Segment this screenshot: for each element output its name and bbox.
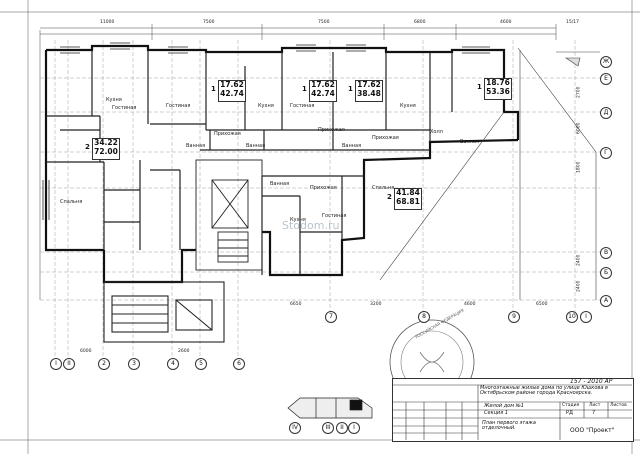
axis-marker-col: I: [580, 311, 592, 323]
axis-marker-row: Б: [600, 267, 612, 279]
total-area: 68.81: [396, 196, 420, 206]
axis-marker-col: 9: [508, 311, 520, 323]
axis-marker-row: В: [600, 247, 612, 259]
living-area: 17.62: [357, 80, 381, 89]
total-area: 42.74: [311, 88, 335, 98]
stage-header: Стадия: [562, 403, 580, 408]
axis-marker-row: Е: [600, 73, 612, 85]
dimension-text: 6000: [80, 349, 92, 354]
axis-marker-col: 3: [128, 358, 140, 370]
living-area: 17.62: [311, 80, 335, 89]
axis-marker-row: Г: [600, 147, 612, 159]
apartment-number: 1: [211, 85, 216, 93]
living-area: 17.62: [220, 80, 244, 89]
room-label: Холл: [430, 129, 443, 135]
apartment-area-flag: 1 17.62 42.74: [302, 80, 337, 102]
room-label: Прихожая: [372, 135, 399, 141]
section-name: Секция 1: [484, 410, 509, 416]
room-label: Гостиная: [112, 105, 137, 111]
room-label: Ванная: [186, 143, 206, 149]
room-label: Прихожая: [214, 131, 241, 137]
dimension-text: 15/17: [566, 20, 579, 25]
apartment-area-flag: 1 17.62 42.74: [211, 80, 246, 102]
room-label: Гостиная: [322, 213, 347, 219]
sheet-value: 7: [592, 410, 596, 416]
apartment-area-flag: 2 41.84 68.81: [387, 188, 422, 210]
room-label: Кухня: [400, 103, 416, 109]
room-label: Кухня: [258, 103, 274, 109]
total-area: 38.48: [357, 88, 381, 98]
stage-value: РД: [566, 410, 573, 416]
dimension-text: 4600: [500, 20, 512, 25]
dimension-text: 2600: [178, 349, 190, 354]
axis-marker-col: 10: [566, 311, 578, 323]
apartment-number: 1: [302, 85, 307, 93]
dimension-text: 3200: [370, 302, 382, 307]
room-label: Спальня: [372, 185, 395, 191]
sheet-header: Лист: [589, 403, 601, 408]
room-label: Кухня: [106, 97, 122, 103]
room-label: Прихожая: [310, 185, 337, 191]
room-label: Кухня: [290, 217, 306, 223]
axis-marker-bottom: I: [348, 422, 360, 434]
living-area: 34.22: [94, 138, 118, 147]
room-label: Ванная: [342, 143, 362, 149]
axis-marker-col: 6: [233, 358, 245, 370]
total-area: 53.36: [486, 86, 510, 96]
watermark-text: Stodom.ru: [282, 219, 340, 232]
axis-marker-col: II: [63, 358, 75, 370]
room-label: Ванная: [246, 143, 266, 149]
axis-marker-row: А: [600, 295, 612, 307]
room-label: Спальня: [60, 199, 83, 205]
sheets-header: Листов: [610, 403, 627, 408]
axis-marker-col: 2: [98, 358, 110, 370]
dimension-text: 7500: [203, 20, 215, 25]
room-label: Гостиная: [166, 103, 191, 109]
axis-marker-bottom: II: [336, 422, 348, 434]
axis-marker-col: 8: [418, 311, 430, 323]
dimension-text: 7500: [318, 20, 330, 25]
living-area: 18.76: [486, 78, 510, 87]
axis-marker-col: 4: [167, 358, 179, 370]
sheet-title: План первого этажа отделочный.: [482, 420, 536, 431]
axis-marker-col: I: [50, 358, 62, 370]
axis-marker-bottom: IV: [289, 422, 301, 434]
axis-marker-row: Д: [600, 107, 612, 119]
apartment-area-flag: 2 34.22 72.00: [85, 138, 120, 160]
living-area: 41.84: [396, 188, 420, 197]
total-area: 42.74: [220, 88, 244, 98]
drawing-code: 157 - 2010 АР: [570, 378, 613, 385]
dimension-text: 6500: [536, 302, 548, 307]
project-name: Многоэтажные жилые дома по улице Юшкова …: [480, 385, 608, 396]
apartment-area-flag: 1 17.62 38.48: [348, 80, 383, 102]
apartment-number: 2: [85, 143, 90, 151]
organization-name: ООО "Проект": [570, 427, 615, 434]
dimension-text: 11000: [100, 20, 115, 25]
axis-marker-col: 5: [195, 358, 207, 370]
apartment-number: 2: [387, 193, 392, 201]
dimension-text: 4600: [464, 302, 476, 307]
axis-marker-row: Ж: [600, 56, 612, 68]
dimension-text: 6800: [414, 20, 426, 25]
axis-marker-col: 7: [325, 311, 337, 323]
apartment-area-flag: 1 18.76 53.36: [477, 78, 512, 100]
room-label: Гостиная: [290, 103, 315, 109]
building-name: Жилой дом №1: [484, 403, 524, 409]
total-area: 72.00: [94, 146, 118, 156]
dimension-text: 6650: [290, 302, 302, 307]
apartment-number: 1: [348, 85, 353, 93]
axis-marker-bottom: III: [322, 422, 334, 434]
apartment-number: 1: [477, 83, 482, 91]
room-label: Ванная: [460, 139, 480, 145]
room-label: Прихожая: [318, 127, 345, 133]
room-label: Ванная: [270, 181, 290, 187]
